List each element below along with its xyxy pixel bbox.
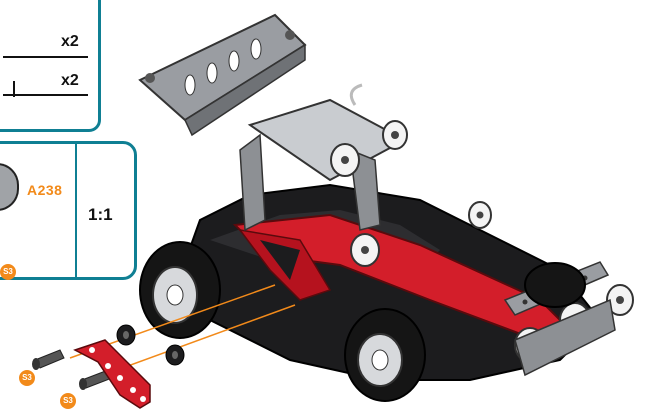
spacer-part-icon [117,325,135,345]
front-left-wheel [140,242,220,338]
rear-left-wheel [345,309,425,401]
spacer-part-icon [166,345,184,365]
exploded-parts [32,325,184,408]
screw-part-icon [32,350,64,370]
red-bracket-part [75,340,150,408]
screw-badge: S3 [60,393,76,409]
front-right-wheel [525,263,585,307]
screw-badge: S3 [19,370,35,386]
